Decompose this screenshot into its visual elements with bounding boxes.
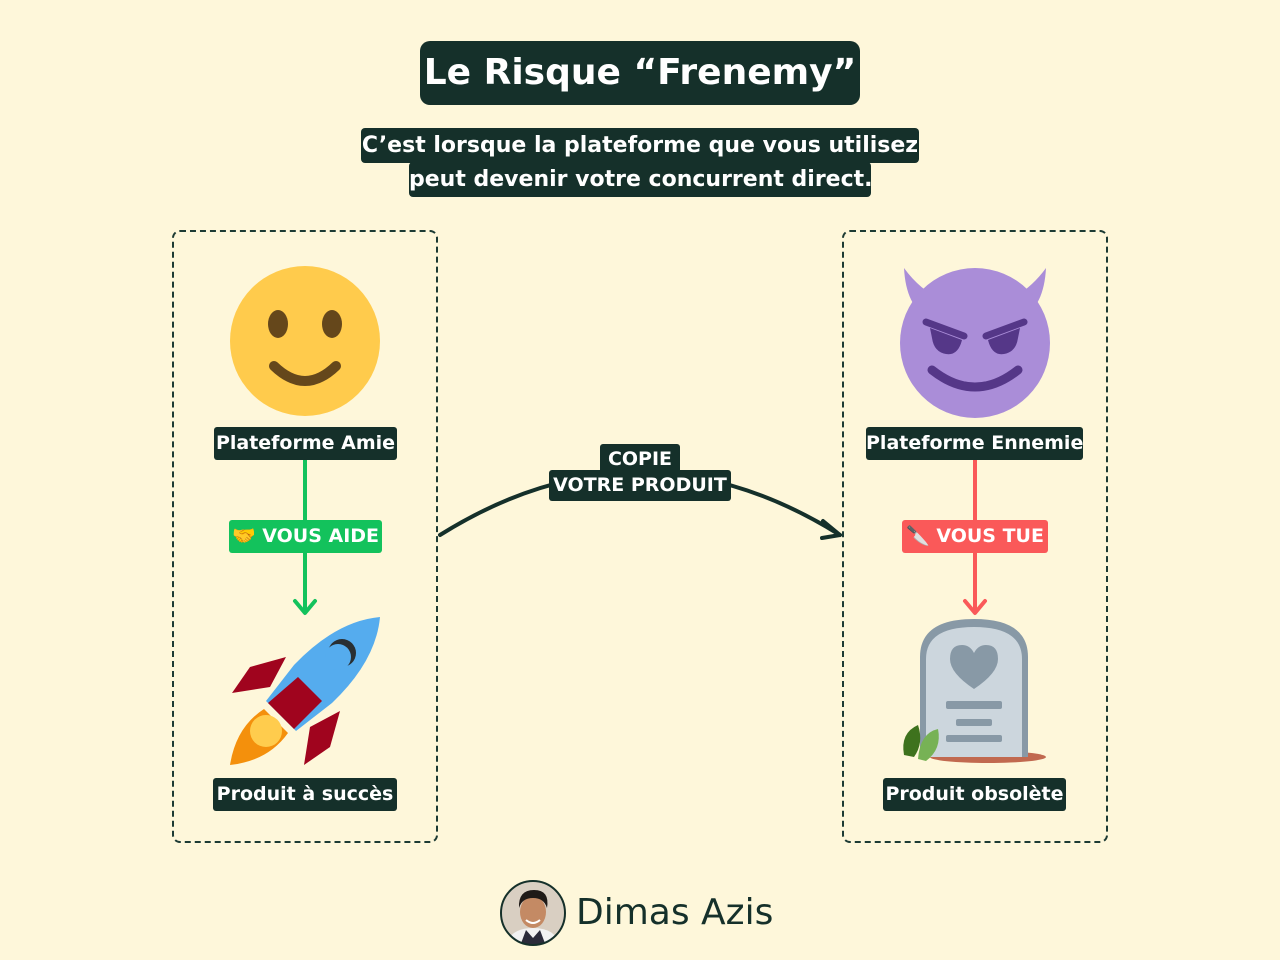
subtitle-line-2: peut devenir votre concurrent direct. bbox=[409, 162, 873, 197]
author-avatar bbox=[500, 880, 566, 946]
friend-platform-panel bbox=[172, 230, 438, 843]
copy-label-line-2: VOTRE PRODUIT bbox=[549, 470, 731, 501]
kills-you-badge: 🔪 VOUS TUE bbox=[902, 520, 1048, 553]
diagram-title: Le Risque “Frenemy” bbox=[420, 41, 860, 105]
helps-you-badge: 🤝 VOUS AIDE bbox=[229, 520, 382, 553]
handshake-icon: 🤝 bbox=[231, 525, 256, 547]
knife-icon: 🔪 bbox=[906, 525, 930, 547]
author-name: Dimas Azis bbox=[576, 892, 774, 933]
smiling-devil-icon bbox=[900, 268, 1050, 418]
kills-arrow-head bbox=[963, 599, 987, 615]
smiling-face-icon bbox=[230, 266, 380, 416]
subtitle-line-1: C’est lorsque la plateforme que vous uti… bbox=[361, 128, 919, 163]
helps-you-text: VOUS AIDE bbox=[262, 525, 380, 547]
obsolete-product-label: Produit obsolète bbox=[883, 778, 1066, 811]
kills-you-text: VOUS TUE bbox=[936, 525, 1044, 547]
friend-platform-label: Plateforme Amie bbox=[214, 427, 397, 460]
copy-arrow-head bbox=[820, 519, 842, 540]
enemy-platform-label: Plateforme Ennemie bbox=[866, 427, 1083, 460]
successful-product-label: Produit à succès bbox=[213, 778, 397, 811]
rocket-icon bbox=[230, 617, 380, 765]
enemy-platform-panel bbox=[842, 230, 1108, 843]
helps-arrow-head bbox=[293, 599, 317, 615]
copy-label-line-1: COPIE bbox=[600, 444, 680, 475]
headstone-icon bbox=[903, 619, 1046, 763]
